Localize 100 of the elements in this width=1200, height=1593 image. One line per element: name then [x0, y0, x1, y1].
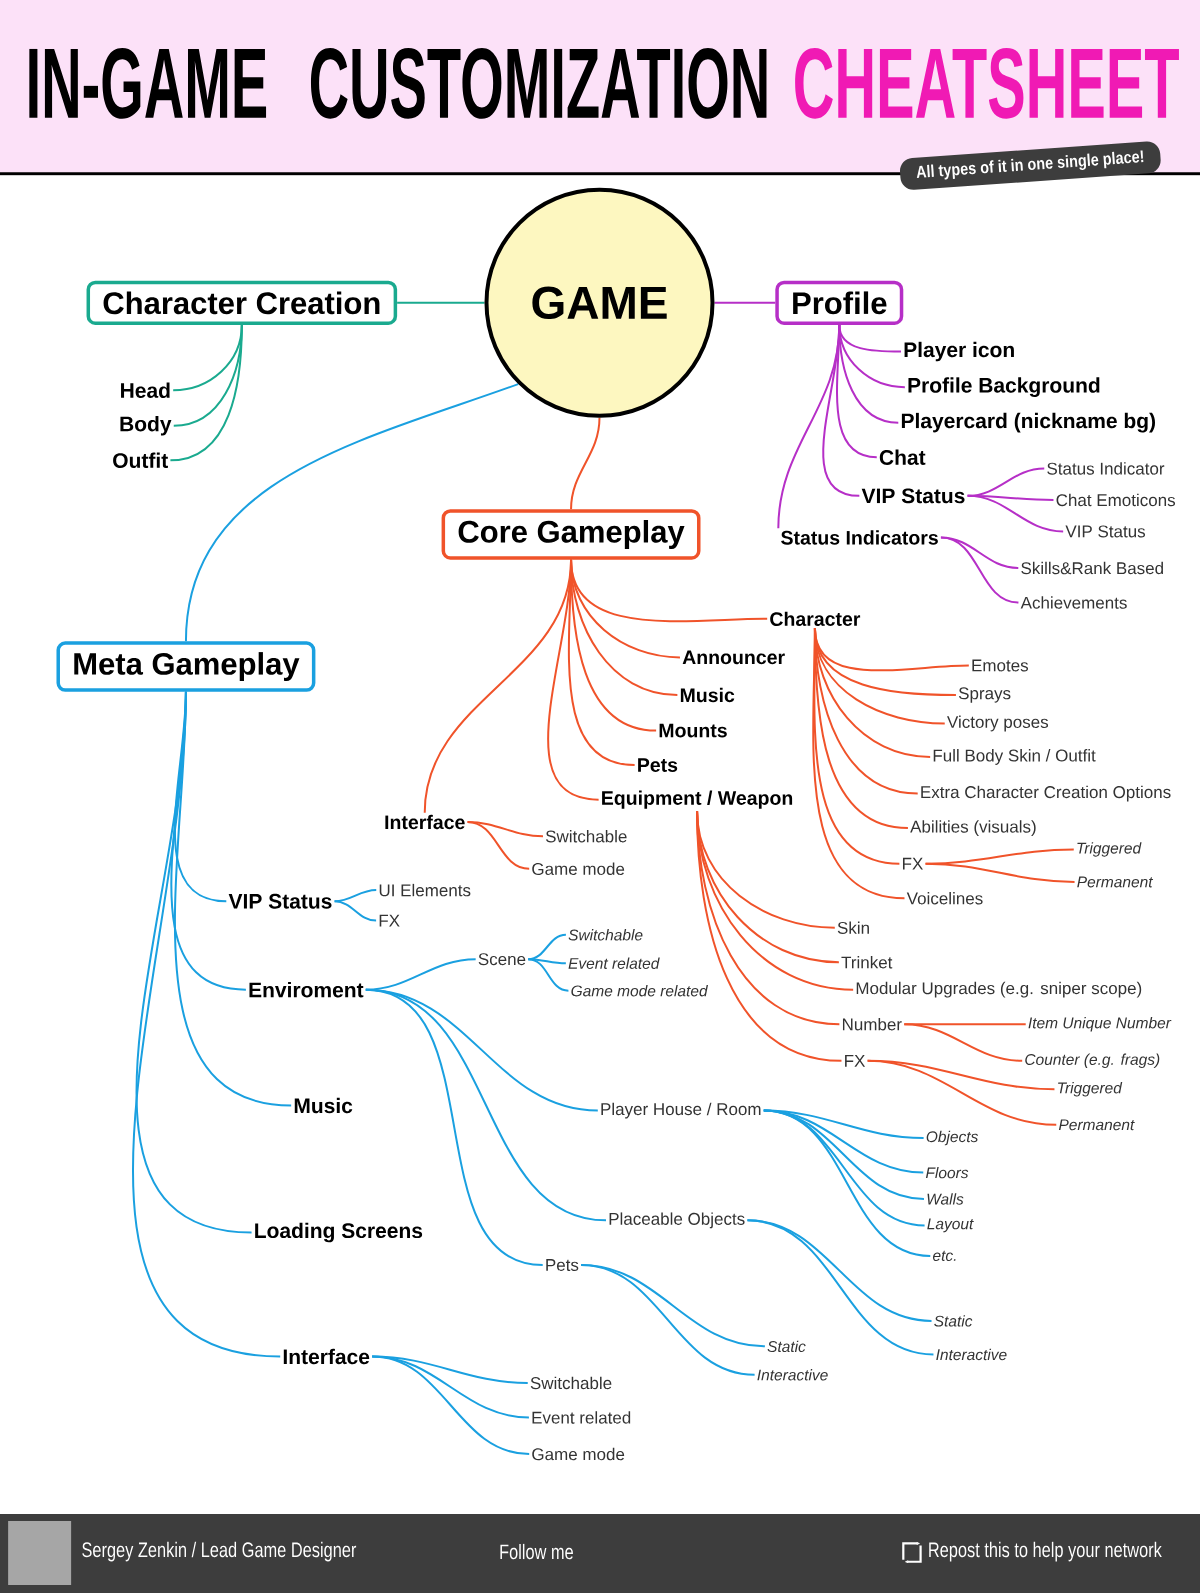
node-text: Emotes — [972, 659, 1029, 672]
node-text: Triggered — [1058, 1082, 1123, 1097]
branch-line — [333, 900, 378, 922]
node-text: Music — [294, 1097, 353, 1114]
category-box — [441, 509, 701, 560]
node-text: Permanent — [1077, 876, 1154, 888]
node-text: Pets — [638, 758, 678, 772]
branch-line — [396, 301, 486, 304]
node-text: Game mode — [532, 862, 625, 876]
node-text: Chat — [879, 449, 926, 465]
node-text: UI Elements — [379, 883, 471, 897]
node-text: Item Unique Number — [1028, 1017, 1172, 1032]
category-box — [775, 280, 904, 325]
node-text: Switchable — [545, 830, 627, 843]
node-text: Static — [934, 1315, 973, 1327]
node-text: Status Indicators — [781, 530, 938, 545]
branch-line — [903, 1023, 1024, 1062]
node-text: Static — [767, 1340, 806, 1353]
node-text: VIP Status — [228, 893, 332, 909]
node-text: Interactive — [936, 1348, 1007, 1361]
node-text: Equipment / Weapon — [602, 790, 793, 809]
node-text: Game mode related — [571, 985, 709, 997]
node-text: Skin — [837, 921, 869, 934]
node-text: Playercard (nickname bg) — [901, 412, 1156, 433]
node-text: Interface — [283, 1348, 370, 1365]
node-text: Pets — [546, 1259, 579, 1271]
branch-line — [924, 862, 1076, 883]
node-text: Announcer — [682, 650, 785, 665]
branch-line — [371, 1355, 531, 1456]
node-text: Outfit — [113, 452, 168, 469]
node-text: Switchable — [530, 1376, 612, 1390]
branch-line — [570, 416, 601, 511]
branch-line — [746, 1219, 935, 1356]
node-text: Placeable Objects — [609, 1212, 745, 1229]
branch-line — [364, 988, 544, 1267]
node-text: Music — [680, 687, 735, 703]
node-text: Floors — [925, 1166, 969, 1179]
node-label: GAME — [532, 286, 667, 320]
node-text: Full Body Skin / Outfit — [933, 749, 1096, 765]
node-text: Abilities (visuals) — [910, 820, 1036, 837]
node-text: Game mode — [532, 1447, 625, 1461]
node-text: FX — [379, 914, 400, 927]
node-text: Loading Screens — [255, 1222, 423, 1243]
branch-line — [184, 383, 520, 643]
node-text: Event related — [568, 957, 660, 969]
node-label: Meta Gameplay — [74, 652, 300, 681]
node-text: Profile Background — [908, 377, 1100, 397]
node-text: Voicelines — [906, 892, 983, 905]
node-text: Counter (e.g. frags) — [1025, 1053, 1160, 1069]
follow-text: Follow me — [500, 1543, 573, 1560]
node-text: VIP Status — [861, 488, 965, 504]
node-text: Status Indicator — [1047, 462, 1165, 475]
node-text: VIP Status — [1065, 525, 1146, 538]
node-text: Chat Emoticons — [1056, 493, 1176, 507]
branch-line — [812, 627, 906, 900]
node-label: Core Gameplay — [458, 520, 685, 549]
node-text: Victory poses — [947, 715, 1049, 732]
node-text: Permanent — [1058, 1119, 1135, 1131]
node-text: FX — [902, 857, 923, 870]
branch-line — [713, 301, 777, 304]
node-text: Body — [120, 415, 172, 436]
node-text: Player House / Room — [601, 1102, 761, 1119]
title: IN-GAME CUSTOMIZATION — [29, 47, 767, 119]
node-text: Layout — [927, 1218, 974, 1233]
node-text: Modular Upgrades (e.g. sniper scope) — [856, 981, 1142, 998]
node-text: Enviroment — [249, 981, 364, 998]
game-circle — [484, 187, 715, 418]
node-text: Switchable — [568, 929, 643, 941]
category-box — [86, 280, 398, 325]
node-text: Character — [770, 611, 861, 626]
branch-line — [169, 323, 243, 462]
branch-line — [132, 690, 282, 1358]
branch-line — [966, 494, 1065, 533]
node-text: FX — [845, 1054, 866, 1067]
node-text: Achievements — [1020, 596, 1127, 609]
node-text: Player icon — [904, 341, 1014, 362]
tagline-badge: All types of it in one single place! — [900, 141, 1161, 190]
node-text: Sprays — [958, 687, 1011, 703]
node-text: Trinket — [841, 956, 893, 969]
category-box — [56, 641, 316, 692]
branch-line — [466, 821, 531, 870]
node-text: Interactive — [757, 1369, 828, 1381]
branch-line — [777, 323, 841, 530]
node-text: Triggered — [1077, 842, 1142, 857]
branch-line — [696, 809, 843, 1062]
repost-text: Repost this to help your network — [929, 1541, 1162, 1562]
branch-line — [939, 536, 1020, 604]
author-credit: Sergey Zenkin / Lead Game Designer — [82, 1541, 357, 1562]
node-label: Profile — [793, 291, 887, 315]
branch-line — [371, 1355, 530, 1419]
title: CHEATSHEET — [795, 47, 1179, 119]
branch-line — [866, 1059, 1058, 1126]
branch-line — [333, 889, 378, 903]
node-label: Character Creation — [103, 291, 380, 315]
branch-line — [580, 1264, 756, 1376]
node-text: Mounts — [659, 723, 727, 738]
node-text: Event related — [532, 1411, 631, 1424]
branch-line — [762, 1109, 932, 1257]
node-text: Scene — [478, 953, 526, 966]
node-text: etc. — [933, 1250, 956, 1261]
